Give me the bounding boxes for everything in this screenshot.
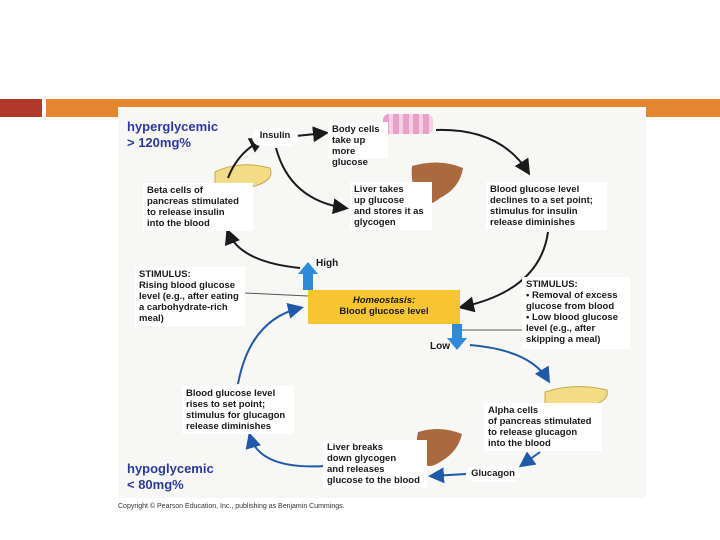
high-arrow	[298, 262, 318, 290]
liver-bottom-icon	[416, 428, 462, 466]
homeostasis-subtitle: Blood glucose level	[339, 306, 429, 317]
homeostasis-title: Homeostasis:	[352, 295, 416, 306]
homeostasis-box: Homeostasis: Blood glucose level	[308, 290, 460, 324]
low-label: Low	[430, 341, 450, 352]
stimulus-rising-box: STIMULUS: Rising blood glucose level (e.…	[135, 267, 245, 326]
copyright-note: Copyright © Pearson Education, Inc., pub…	[118, 503, 345, 510]
glucose-declines-box: Blood glucose level declines to a set po…	[486, 182, 607, 230]
glucagon-label: Glucagon	[466, 466, 520, 482]
beta-cells-box: Beta cells of pancreas stimulated to rel…	[143, 183, 253, 231]
alpha-cells-box: Alpha cells of pancreas stimulated to re…	[484, 403, 602, 451]
hyperglycemic-label: hyperglycemic > 120mg%	[127, 119, 219, 150]
glucose-rises-box: Blood glucose level rises to set point; …	[182, 386, 294, 434]
hypoglycemic-label: hypoglycemic < 80mg%	[127, 461, 214, 492]
liver-takes-glucose-box: Liver takes up glucose and stores it as …	[350, 182, 432, 230]
high-label: High	[316, 258, 339, 269]
body-cells-image	[383, 114, 433, 134]
liver-breaks-glycogen-box: Liver breaks down glycogen and releases …	[323, 440, 427, 488]
low-arrow	[447, 324, 467, 350]
body-cells-box: Body cells take up more glucose	[328, 122, 388, 168]
accent-bar-red	[0, 99, 42, 117]
insulin-label: Insulin	[252, 128, 298, 146]
stimulus-removal-box: STIMULUS: • Removal of excess glucose fr…	[522, 277, 630, 349]
